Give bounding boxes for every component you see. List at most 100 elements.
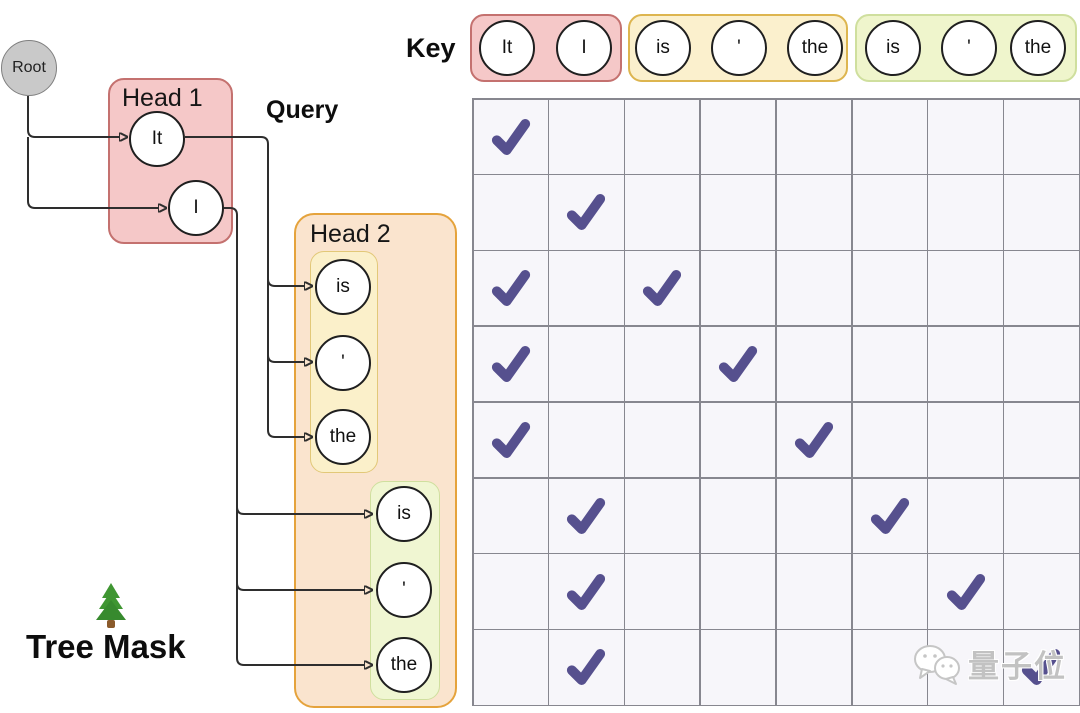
mask-cell-r5c5 [776, 402, 852, 478]
mask-cell-r4c1 [473, 326, 548, 402]
mask-cell-r8c2 [549, 630, 624, 705]
key-token-i-label: I [581, 37, 587, 58]
mask-cell-r5c2 [549, 402, 624, 478]
mask-cell-r3c4 [700, 251, 776, 326]
node-it-label: It [151, 128, 163, 149]
check-icon [794, 421, 833, 458]
mask-cell-r1c7 [928, 99, 1003, 174]
mask-cell-r6c3 [625, 478, 700, 553]
mask-cell-r6c5 [776, 478, 852, 553]
node-the1: the [315, 409, 371, 465]
node-apostrophe1-label: ' [341, 352, 345, 373]
mask-cell-r4c6 [852, 326, 927, 402]
mask-cell-r5c8 [1004, 402, 1079, 478]
key-token-apostrophe2: ' [941, 20, 997, 76]
mask-cell-r7c2 [549, 554, 624, 629]
edge-root-to-it [27, 96, 120, 137]
key-token-is1-label: is [656, 37, 670, 58]
mask-cell-r2c1 [473, 175, 548, 250]
mask-cell-r5c7 [928, 402, 1003, 478]
mask-cell-r3c1 [473, 251, 548, 326]
mask-cell-r3c7 [928, 251, 1003, 326]
mask-cell-r5c3 [625, 402, 700, 478]
node-the2-label: the [390, 654, 418, 675]
check-icon [491, 270, 530, 307]
check-icon [870, 497, 909, 534]
check-icon [719, 346, 758, 383]
check-icon [491, 118, 530, 155]
node-is2-label: is [397, 503, 411, 524]
node-is1: is [315, 259, 371, 315]
mask-cell-r4c2 [549, 326, 624, 402]
mask-cell-r8c3 [625, 630, 700, 705]
mask-cell-r3c6 [852, 251, 927, 326]
mask-cell-r5c1 [473, 402, 548, 478]
key-label: Key [406, 33, 456, 63]
key-token-i: I [556, 20, 612, 76]
mask-cell-r2c3 [625, 175, 700, 250]
mask-cell-r1c8 [1004, 99, 1079, 174]
key-token-is1: is [635, 20, 691, 76]
mask-cell-r5c6 [852, 402, 927, 478]
key-token-the1-label: the [801, 37, 829, 58]
mask-cell-r4c7 [928, 326, 1003, 402]
mask-cell-r8c8 [1004, 630, 1079, 705]
mask-cell-r7c8 [1004, 554, 1079, 629]
node-it: It [129, 111, 185, 167]
mask-cell-r6c4 [700, 478, 776, 553]
key-token-it-label: It [501, 37, 513, 58]
root-node: Root [1, 40, 57, 96]
query-label: Query [266, 96, 339, 124]
check-icon [946, 573, 985, 610]
mask-cell-r3c2 [549, 251, 624, 326]
key-token-apostrophe2-label: ' [967, 37, 971, 58]
check-icon [1022, 649, 1061, 686]
head2-label: Head 2 [310, 220, 391, 248]
check-icon [567, 573, 606, 610]
mask-cell-r1c5 [776, 99, 852, 174]
node-apostrophe1: ' [315, 335, 371, 391]
mask-cell-r2c5 [776, 175, 852, 250]
mask-cell-r4c3 [625, 326, 700, 402]
mask-cell-r7c1 [473, 554, 548, 629]
root-label: Root [12, 59, 46, 76]
mask-cell-r6c2 [549, 478, 624, 553]
check-icon [491, 346, 530, 383]
check-icon [567, 194, 606, 231]
node-i: I [168, 180, 224, 236]
tree-icon [96, 583, 126, 628]
mask-cell-r5c4 [700, 402, 776, 478]
node-apostrophe2: ' [376, 562, 432, 618]
mask-cell-r1c4 [700, 99, 776, 174]
key-token-apostrophe1: ' [711, 20, 767, 76]
mask-cell-r2c7 [928, 175, 1003, 250]
mask-cell-r6c7 [928, 478, 1003, 553]
head1-label: Head 1 [122, 84, 203, 112]
node-is1-label: is [336, 276, 350, 297]
mask-cell-r8c5 [776, 630, 852, 705]
key-token-is2-label: is [886, 37, 900, 58]
check-icon [643, 270, 682, 307]
mask-cell-r3c3 [625, 251, 700, 326]
mask-cell-r4c4 [700, 326, 776, 402]
key-token-the1: the [787, 20, 843, 76]
key-token-the2-label: the [1024, 37, 1052, 58]
mask-cell-r8c7 [928, 630, 1003, 705]
check-icon [491, 421, 530, 458]
key-token-is2: is [865, 20, 921, 76]
check-icon [567, 497, 606, 534]
mask-cell-r4c8 [1004, 326, 1079, 402]
mask-cell-r1c1 [473, 99, 548, 174]
mask-cell-r1c3 [625, 99, 700, 174]
mask-cell-r2c2 [549, 175, 624, 250]
mask-cell-r7c5 [776, 554, 852, 629]
mask-cell-r1c2 [549, 99, 624, 174]
mask-cell-r8c1 [473, 630, 548, 705]
mask-cell-r8c4 [700, 630, 776, 705]
mask-cell-r2c6 [852, 175, 927, 250]
key-token-the2: the [1010, 20, 1066, 76]
mask-cell-r1c6 [852, 99, 927, 174]
mask-cell-r2c4 [700, 175, 776, 250]
node-is2: is [376, 486, 432, 542]
check-icon [567, 649, 606, 686]
